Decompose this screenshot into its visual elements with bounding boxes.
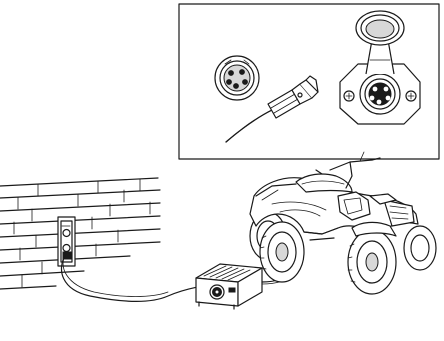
power-cord-icon [60, 253, 203, 302]
charging-port-icon [339, 10, 421, 125]
atv-quad-icon [249, 151, 437, 295]
front-wheel-icon [347, 229, 397, 295]
battery-charger-icon [195, 263, 263, 310]
rear-wheel-icon [259, 221, 305, 283]
detail-inset [178, 3, 440, 160]
wall-outlet-icon [57, 216, 76, 267]
brick-wall-icon [0, 177, 161, 290]
plug-face-icon [214, 55, 260, 101]
cable-icon [225, 109, 273, 143]
charging-plug-icon [267, 75, 319, 119]
